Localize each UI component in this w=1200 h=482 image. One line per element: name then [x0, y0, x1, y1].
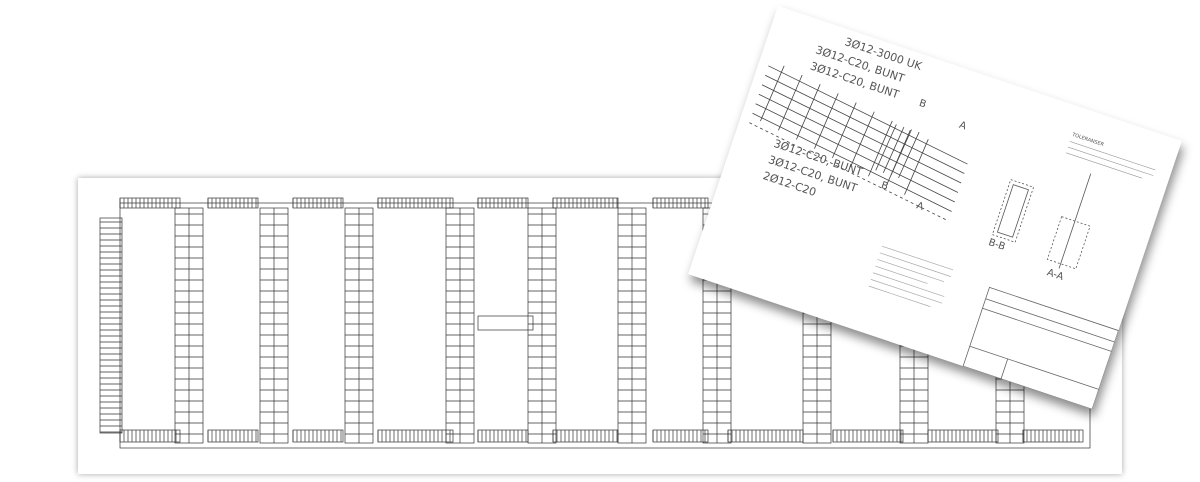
rebar — [850, 111, 875, 168]
rebar — [796, 84, 821, 140]
beam-band — [119, 429, 181, 443]
rebar — [890, 129, 912, 176]
rebar — [898, 131, 920, 179]
rebar — [768, 65, 968, 165]
beam-band — [552, 429, 619, 443]
rebar — [760, 65, 785, 122]
section-mark-b: B — [880, 180, 890, 193]
wall-strip — [99, 217, 123, 434]
cross-beam — [477, 315, 534, 331]
rebar — [765, 74, 965, 174]
notes-block — [868, 245, 954, 307]
section-aa-drawing — [1046, 173, 1092, 270]
rebar — [904, 139, 929, 195]
beam-band — [207, 429, 259, 443]
reinforcement-detail-sheet: 3Ø12-3000 UK 3Ø12-C20, BUNT 3Ø12-C20, BU… — [688, 5, 1182, 410]
beam-band — [1022, 429, 1084, 443]
beam-band — [292, 429, 344, 443]
section-bb-drawing — [991, 179, 1035, 243]
rebar-grid — [749, 65, 968, 222]
tolerance-notes — [1066, 141, 1156, 179]
rebar — [868, 120, 893, 177]
section-mark-a: A — [958, 120, 968, 133]
rebar — [778, 74, 803, 131]
section-mark-b: B — [918, 98, 928, 111]
dimension-line — [749, 122, 949, 222]
rebar — [752, 112, 952, 212]
section-title-bb: B-B — [987, 237, 1007, 253]
title-block — [962, 286, 1119, 410]
beam-band — [832, 429, 904, 443]
tolerances-heading: TOLERANSER — [1070, 132, 1105, 149]
rebar — [832, 102, 857, 159]
rebar — [761, 84, 962, 184]
rebar — [758, 93, 959, 193]
detail-drawing: 3Ø12-3000 UK 3Ø12-C20, BUNT 3Ø12-C20, BU… — [749, 35, 1156, 410]
section-mark-a: A — [915, 200, 925, 213]
section-title-aa: A-A — [1045, 267, 1065, 283]
rebar — [755, 103, 955, 203]
bar-labels: 3Ø12-3000 UK 3Ø12-C20, BUNT 3Ø12-C20, BU… — [761, 35, 924, 199]
beam-band — [927, 429, 999, 443]
rebar — [882, 126, 905, 173]
beam-band — [477, 429, 529, 443]
rebar — [875, 124, 897, 171]
rebar — [814, 93, 839, 149]
